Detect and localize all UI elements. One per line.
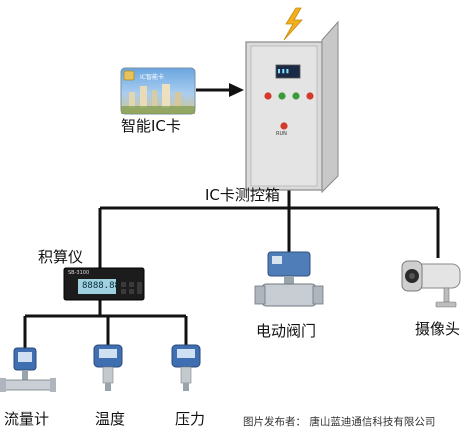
cabinet-display-text: ▮▮▮	[277, 67, 290, 75]
integrator-model-text: SB-3100	[68, 270, 90, 276]
ic-card-image	[120, 67, 196, 115]
camera-image	[401, 260, 461, 308]
lightning-icon	[283, 7, 303, 41]
ic-box-label: IC卡测控箱	[205, 186, 280, 204]
temperature-label: 温度	[95, 410, 126, 428]
cabinet-led-green-2	[292, 92, 300, 100]
card-inner-text: IC智能卡	[140, 74, 164, 81]
card-to-cabinet-arrow	[196, 83, 244, 97]
cabinet-display	[275, 64, 301, 79]
temperature-sensor-image	[93, 344, 123, 391]
integrator-image	[63, 267, 145, 301]
cabinet-led-red-2	[306, 92, 314, 100]
integrator-screen	[78, 279, 116, 294]
ic-cabinet-image	[245, 20, 339, 194]
flowmeter-label: 流量计	[4, 410, 50, 428]
cabinet-led-green-1	[278, 92, 286, 100]
electric-valve-image	[254, 251, 324, 307]
ic-card-label: 智能IC卡	[121, 117, 181, 135]
integrator-display-text: 8888.88	[82, 281, 120, 291]
flowmeter-image	[0, 347, 56, 392]
cabinet-led-red	[264, 92, 272, 100]
publisher-caption: 图片发布者： 唐山蓝迪通信科技有限公司	[243, 416, 436, 428]
cabinet-button-label: RUN	[276, 131, 287, 137]
electric-valve-label: 电动阀门	[256, 322, 317, 340]
connection-lines	[23, 190, 440, 348]
pressure-sensor-image	[171, 344, 201, 391]
integrator-label: 积算仪	[38, 248, 84, 266]
cabinet-run-button	[280, 122, 288, 130]
pressure-label: 压力	[175, 410, 206, 428]
camera-label: 摄像头	[415, 320, 461, 338]
